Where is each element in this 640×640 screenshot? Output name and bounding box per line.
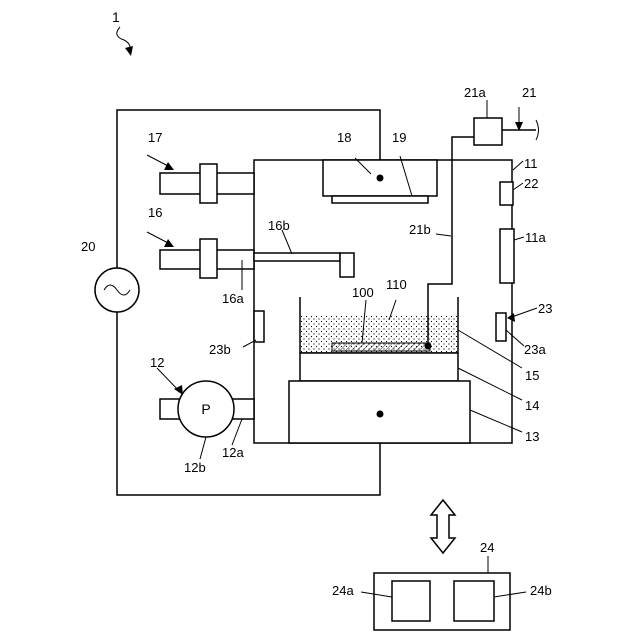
unit-21a — [474, 118, 502, 145]
label-24: 24 — [480, 540, 494, 555]
sensor-23a — [496, 313, 506, 341]
leader-21b — [436, 234, 451, 236]
ac-source-icon — [95, 268, 139, 312]
ref-main-arrowhead — [125, 46, 133, 56]
label-19: 19 — [392, 130, 406, 145]
window-11a — [500, 229, 514, 283]
label-17: 17 — [148, 130, 162, 145]
label-12b: 12b — [184, 460, 206, 475]
label-24b: 24b — [530, 583, 552, 598]
leader-16b — [282, 230, 292, 254]
arrowhead-16 — [164, 239, 174, 247]
label-20: 20 — [81, 239, 95, 254]
label-11: 11 — [524, 156, 538, 171]
label-23b: 23b — [209, 342, 231, 357]
label-23a: 23a — [524, 342, 546, 357]
leader-13 — [470, 410, 522, 432]
arrowhead-17 — [164, 162, 174, 170]
electrode-18-node — [377, 175, 384, 182]
pump-icon: P — [178, 381, 234, 437]
label-100: 100 — [352, 285, 374, 300]
pipe-12a — [232, 399, 254, 419]
label-11a: 11a — [525, 230, 546, 245]
sensor-23b — [254, 311, 264, 342]
label-110: 110 — [386, 277, 407, 292]
gas-inlet-17 — [160, 164, 254, 203]
leader-22 — [513, 183, 523, 190]
double-arrow-icon — [431, 500, 455, 553]
plate-19 — [332, 196, 428, 203]
label-16a: 16a — [222, 291, 244, 306]
label-16: 16 — [148, 205, 162, 220]
leader-11a — [514, 237, 524, 240]
label-14: 14 — [525, 398, 539, 413]
pump-symbol: P — [201, 401, 210, 417]
leader-12a — [232, 419, 242, 445]
label-21a: 21a — [464, 85, 486, 100]
label-22: 22 — [524, 176, 538, 191]
label-24a: 24a — [332, 583, 354, 598]
component-22 — [500, 182, 513, 205]
label-21b: 21b — [409, 222, 431, 237]
label-21: 21 — [522, 85, 536, 100]
label-ref-main: 1 — [112, 9, 120, 25]
leader-11 — [513, 161, 523, 170]
module-24a — [392, 581, 430, 621]
leader-23a — [506, 330, 524, 346]
module-24b — [454, 581, 494, 621]
label-18: 18 — [337, 130, 351, 145]
arrowhead-23 — [507, 313, 515, 322]
stage-14 — [300, 353, 458, 381]
sample-node — [425, 343, 432, 350]
leader-12b — [200, 437, 206, 459]
sample-100 — [332, 343, 430, 351]
label-16b: 16b — [268, 218, 290, 233]
label-12a: 12a — [222, 445, 244, 460]
pump-inlet — [160, 399, 180, 419]
line-21-break — [536, 120, 539, 140]
base-13-node — [377, 411, 384, 418]
label-15: 15 — [525, 368, 539, 383]
label-12: 12 — [150, 355, 164, 370]
label-23: 23 — [538, 301, 552, 316]
label-13: 13 — [525, 429, 539, 444]
gas-inlet-16 — [160, 239, 354, 278]
